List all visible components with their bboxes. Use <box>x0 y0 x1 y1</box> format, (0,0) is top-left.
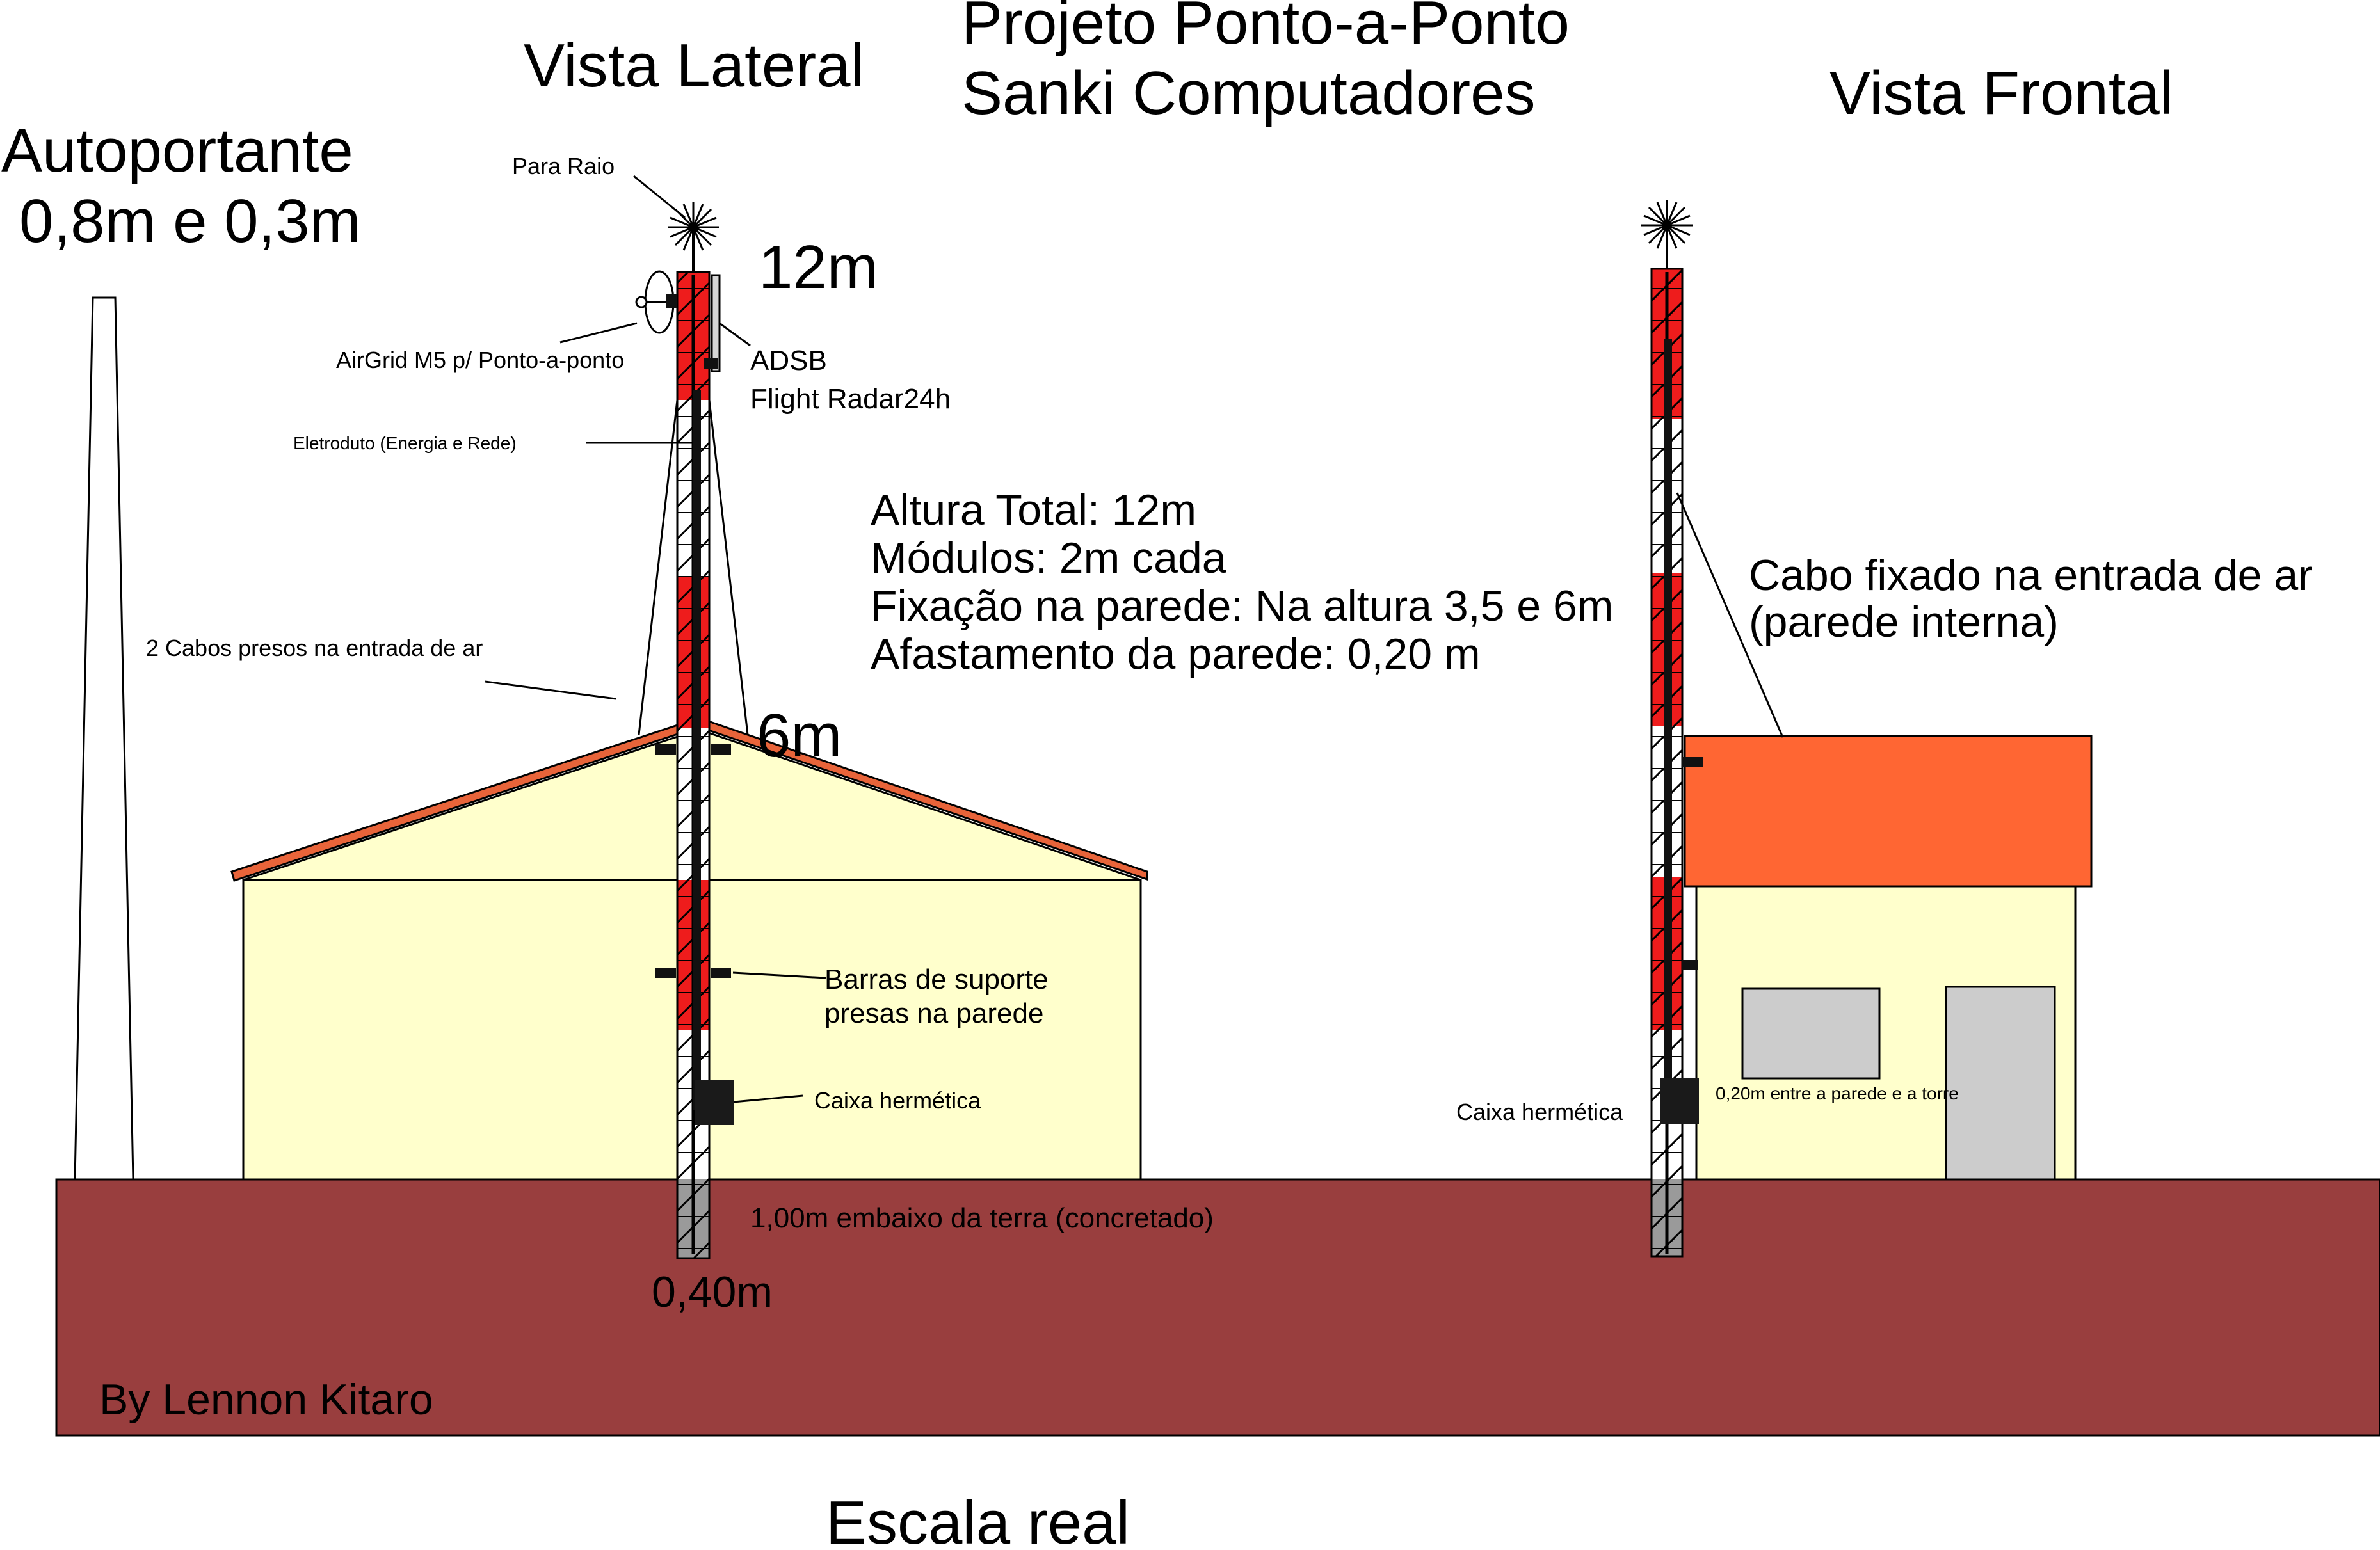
flight-radar-label: Flight Radar24h <box>750 383 951 415</box>
guy-cable-left <box>638 399 679 735</box>
view-front-title: Vista Frontal <box>1829 59 2173 127</box>
ground <box>55 1178 2380 1437</box>
eletroduto-label: Eletroduto (Energia e Rede) <box>293 433 517 453</box>
spec-modulos: Módulos: 2m cada <box>871 534 1226 582</box>
front-house-door <box>1945 986 2056 1181</box>
front-support-bar-upper <box>1682 757 1703 767</box>
support-bar-lower-left <box>655 968 676 978</box>
front-house-roof <box>1684 735 2093 888</box>
leader-para-raio <box>633 175 686 219</box>
scale-label: Escala real <box>826 1489 1130 1550</box>
barras-label-line1: Barras de suporte <box>824 964 1049 995</box>
cabo-front-label-line2: (parede interna) <box>1749 598 2059 646</box>
adsb-antenna <box>711 274 721 372</box>
support-bar-upper-right <box>711 744 731 755</box>
front-support-bar-lower <box>1682 960 1698 970</box>
caixa-side-label: Caixa hermética <box>814 1087 981 1114</box>
view-side-title: Vista Lateral <box>524 31 864 100</box>
para-raio-label: Para Raio <box>512 153 615 179</box>
satellite-dish-icon <box>635 270 677 334</box>
terra-label: 1,00m embaixo da terra (concretado) <box>750 1202 1214 1234</box>
leader-airgrid <box>559 322 638 344</box>
height-6m-label: 6m <box>757 701 842 770</box>
front-conduit <box>1664 339 1672 1098</box>
guy-cable-right <box>708 399 749 735</box>
spec-altura: Altura Total: 12m <box>871 486 1196 534</box>
autoportante-tower <box>74 296 134 1181</box>
leader-adsb <box>719 322 751 347</box>
cabo-front-label-line1: Cabo fixado na entrada de ar <box>1749 551 2313 600</box>
leader-barras <box>732 971 826 979</box>
lightning-rod-front-icon <box>1641 200 1693 269</box>
project-title-line1: Projeto Ponto-a-Ponto <box>961 0 1570 57</box>
width-label: 0,40m <box>652 1268 773 1316</box>
adsb-mount <box>704 358 718 369</box>
project-title-line2: Sanki Computadores <box>961 59 1535 127</box>
cabos-label: 2 Cabos presos na entrada de ar <box>146 635 483 661</box>
support-bar-lower-right <box>711 968 731 978</box>
height-12m-label: 12m <box>759 233 878 301</box>
hermetic-box-front <box>1660 1078 1699 1124</box>
autoportante-label: Autoportante <box>1 116 353 185</box>
leader-cabo-front <box>1676 492 1784 738</box>
barras-label-line2: presas na parede <box>824 998 1043 1029</box>
autoportante-sizes: 0,8m e 0,3m <box>19 187 361 255</box>
leader-cabos <box>485 680 616 700</box>
leader-caixa-side <box>733 1094 803 1103</box>
author-label: By Lennon Kitaro <box>99 1375 433 1424</box>
adsb-label: ADSB <box>750 345 827 376</box>
hermetic-box-side <box>695 1080 734 1125</box>
spec-afastamento: Afastamento da parede: 0,20 m <box>871 630 1481 678</box>
lightning-rod-icon <box>668 202 719 272</box>
airgrid-label: AirGrid M5 p/ Ponto-a-ponto <box>336 347 624 373</box>
side-conduit <box>693 390 701 1110</box>
caixa-front-label: Caixa hermética <box>1456 1099 1623 1125</box>
front-house-window <box>1741 987 1881 1080</box>
support-bar-upper-left <box>655 744 676 755</box>
afastamento-label: 0,20m entre a parede e a torre <box>1716 1083 1959 1103</box>
spec-fixacao: Fixação na parede: Na altura 3,5 e 6m <box>871 582 1613 630</box>
